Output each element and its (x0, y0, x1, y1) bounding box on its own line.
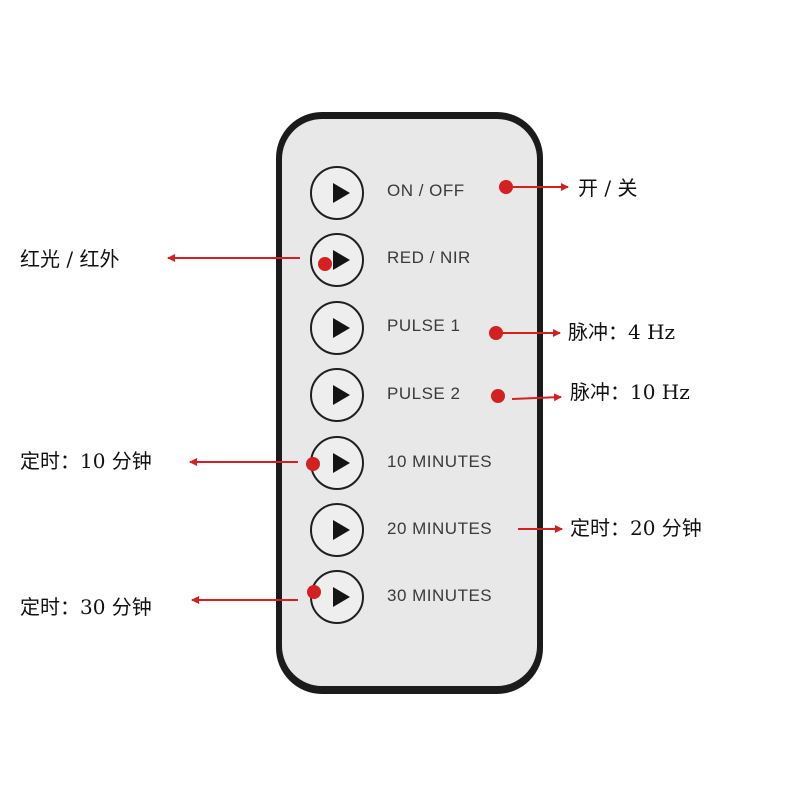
callout-pulse-1: 脉冲：4 Hz (568, 320, 676, 344)
callout-10-min: 定时：10 分钟 (20, 449, 152, 473)
red-nir-button[interactable] (310, 233, 364, 287)
play-icon (333, 587, 350, 607)
play-icon (333, 183, 350, 203)
red-nir-label: RED / NIR (387, 248, 471, 267)
remote-panel: ON / OFF RED / NIR PULSE 1 PULSE 2 10 MI… (282, 119, 537, 686)
thirty-minutes-label: 30 MINUTES (387, 586, 493, 605)
callout-pulse-2: 脉冲：10 Hz (570, 380, 690, 404)
marker-dot (306, 457, 320, 471)
callout-20-min: 定时：20 分钟 (570, 516, 702, 540)
marker-dot (318, 257, 332, 271)
play-icon (333, 318, 350, 338)
pulse-2-button[interactable] (310, 368, 364, 422)
twenty-minutes-button[interactable] (310, 503, 364, 557)
play-icon (333, 250, 350, 270)
callout-on-off: 开 / 关 (578, 176, 638, 200)
remote-control: ON / OFF RED / NIR PULSE 1 PULSE 2 10 MI… (276, 112, 543, 694)
marker-dot (307, 585, 321, 599)
callout-red-nir: 红光 / 红外 (20, 247, 120, 271)
pulse-1-label: PULSE 1 (387, 316, 461, 335)
callout-30-min: 定时：30 分钟 (20, 595, 152, 619)
on-off-label: ON / OFF (387, 181, 465, 200)
play-icon (333, 520, 350, 540)
marker-dot (491, 389, 505, 403)
twenty-minutes-label: 20 MINUTES (387, 519, 493, 538)
pulse-2-label: PULSE 2 (387, 384, 461, 403)
arrow-pulse-2 (511, 393, 562, 402)
play-icon (333, 385, 350, 405)
pulse-1-button[interactable] (310, 301, 364, 355)
on-off-button[interactable] (310, 166, 364, 220)
play-icon (333, 453, 350, 473)
ten-minutes-label: 10 MINUTES (387, 452, 493, 471)
